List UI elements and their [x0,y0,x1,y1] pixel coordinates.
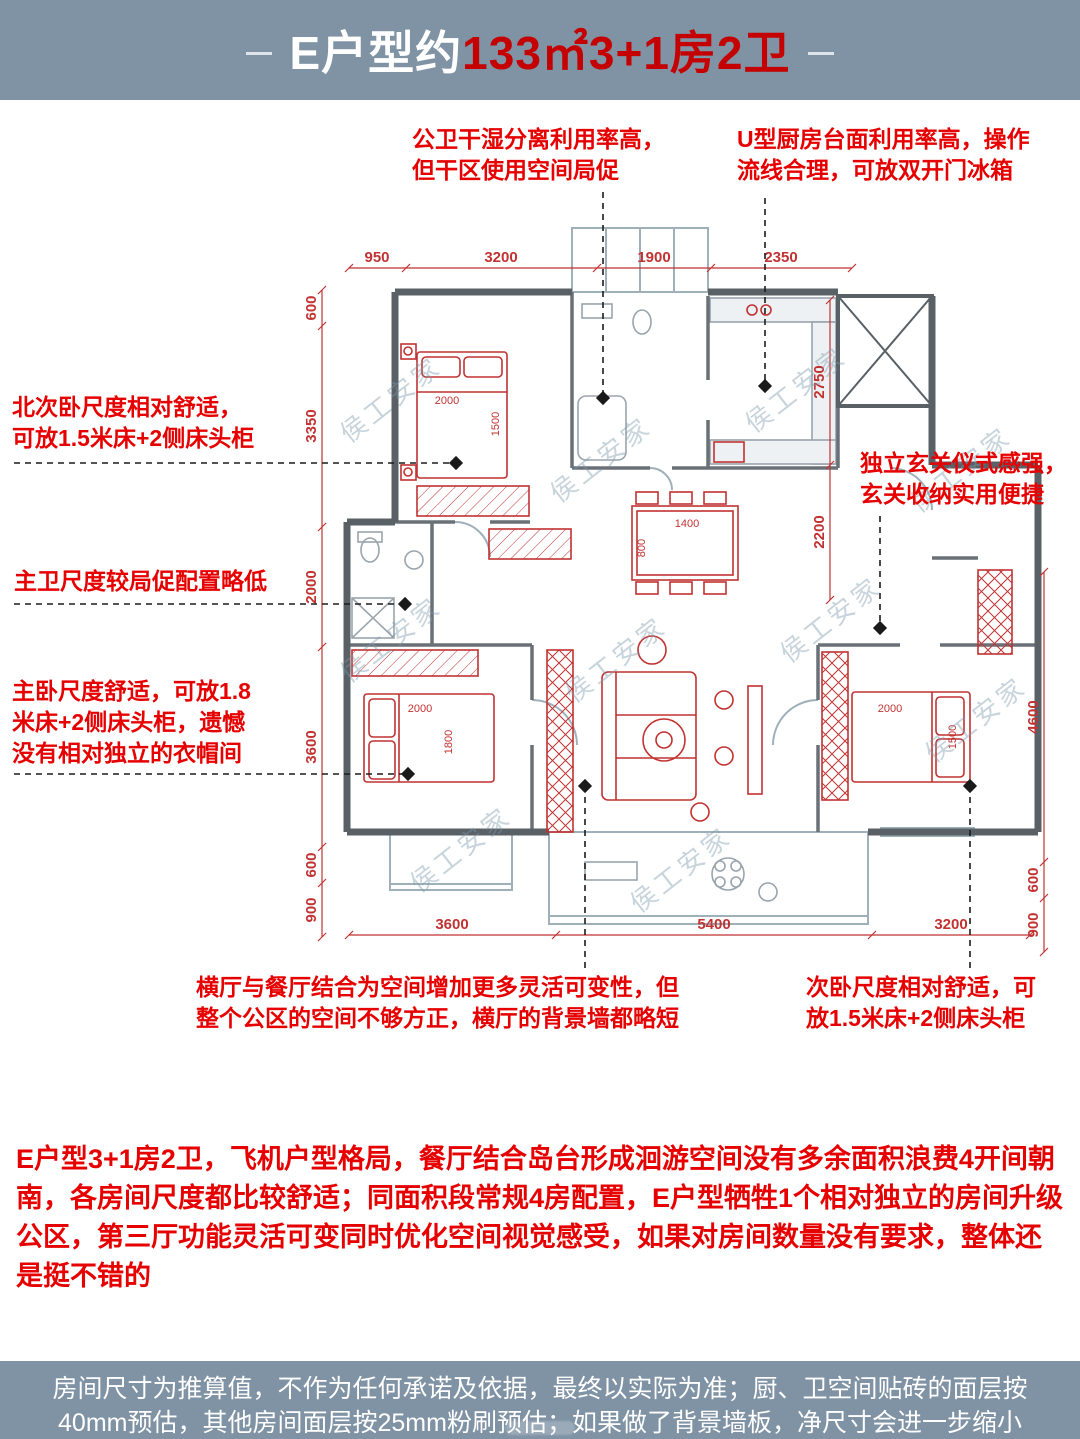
annotation-north-bedroom: 北次卧尺度相对舒适， 可放1.5米床+2侧床头柜 [12,392,254,454]
annotation-line: 北次卧尺度相对舒适， [12,394,242,420]
furniture-dimension-labels: 2000 1500 2000 1800 2000 1500 1400 800 [408,395,959,754]
title-decoration-right [808,52,834,55]
annotation-line: 整个公区的空间不够方正，横厅的背景墙都略短 [196,1004,679,1031]
dim-top-3: 1900 [637,249,670,266]
dim-right-2: 600 [1025,867,1042,892]
furniture [351,304,1013,833]
dim-master-bed-l: 1800 [443,730,455,754]
dim-second-bed-l: 1500 [947,725,959,749]
dim-north-bed-l: 1500 [490,412,502,436]
page-title: E户型约133㎡3+1房2卫 [289,17,790,83]
annotation-master-bedroom: 主卧尺度舒适，可放1.8 米床+2侧床头柜，遗憾 没有相对独立的衣帽间 [12,676,251,768]
dim-bottom-1: 3600 [435,916,468,933]
dim-left-1: 600 [303,295,320,320]
annotation-line: U型厨房台面利用率高，操作 [737,126,1030,152]
footer-banner: 房间尺寸为推算值，不作为任何承诺及依据，最终以实际为准；厨、卫空间贴砖的面层按 … [0,1361,1080,1439]
annotation-line: 公卫干湿分离利用率高， [412,126,665,152]
dim-table-w: 800 [636,539,648,557]
summary-text: E户型3+1房2卫，飞机户型格局，餐厅结合岛台形成洄游空间没有多余面积浪费4开间… [16,1144,1064,1292]
dim-second-bed-w: 2000 [878,703,902,715]
dim-left-4: 3600 [303,730,320,763]
annotation-second-bedroom: 次卧尺度相对舒适，可 放1.5米床+2侧床头柜 [806,972,1036,1034]
dim-top-4: 2350 [764,249,797,266]
dimension-labels: 950 3200 1900 2350 600 3350 2000 3600 60… [303,249,1042,938]
annotation-master-bathroom: 主卫尺度较局促配置略低 [14,566,267,597]
annotation-line: 主卧尺度舒适，可放1.8 [12,678,251,704]
footer-line-2: 40mm预估，其他房间面层按25mm粉刷预估；如果做了背景墙板，净尺寸会进一步缩… [58,1408,1022,1437]
dim-left-2: 3350 [303,409,320,442]
dim-left-3: 2000 [303,570,320,603]
leader-lines [14,192,971,968]
annotation-line: 次卧尺度相对舒适，可 [806,974,1036,1000]
dim-right-3: 900 [1025,912,1042,937]
annotation-line: 横厅与餐厅结合为空间增加更多灵活可变性，但 [196,974,679,1000]
annotation-line: 独立玄关仪式感强， [860,450,1067,476]
fixtures [351,297,837,902]
annotation-line: 放1.5米床+2侧床头柜 [806,1004,1026,1031]
dim-left-5: 600 [303,852,320,877]
title-highlight: 133㎡3+1房2卫 [462,27,791,79]
title-prefix: E户型约 [289,27,463,79]
annotation-line: 没有相对独立的衣帽间 [12,739,242,766]
dimension-lines [317,263,1049,957]
elevator-shaft [836,294,934,408]
header-banner: E户型约133㎡3+1房2卫 [0,0,1080,100]
dim-left-6: 900 [303,897,320,922]
dim-right-1: 4600 [1025,700,1042,733]
annotation-line: 但干区使用空间局促 [412,156,619,183]
annotation-line: 米床+2侧床头柜，遗憾 [12,708,246,735]
outer-walls [343,288,1042,836]
dim-inner-2: 2200 [811,515,828,548]
dim-north-bed-w: 2000 [435,395,459,407]
annotation-public-bathroom: 公卫干湿分离利用率高， 但干区使用空间局促 [412,124,665,186]
annotation-foyer: 独立玄关仪式感强， 玄关收纳实用便捷 [860,448,1067,510]
leader-diamond-markers [397,378,978,794]
annotation-living-dining: 横厅与餐厅结合为空间增加更多灵活可变性，但 整个公区的空间不够方正，横厅的背景墙… [196,972,679,1034]
dim-table-l: 1400 [675,518,699,530]
light-structure-lines [389,227,975,925]
annotation-line: 可放1.5米床+2侧床头柜 [12,424,255,451]
title-decoration-left [246,52,272,55]
footer-line-1: 房间尺寸为推算值，不作为任何承诺及依据，最终以实际为准；厨、卫空间贴砖的面层按 [52,1375,1028,1403]
dim-top-2: 3200 [484,249,517,266]
annotation-line: 主卫尺度较局促配置略低 [14,568,267,594]
annotation-line: 玄关收纳实用便捷 [860,480,1044,507]
dim-top-1: 950 [364,249,389,266]
annotation-kitchen: U型厨房台面利用率高，操作 流线合理，可放双开门冰箱 [737,124,1030,186]
dim-master-bed-w: 2000 [408,703,432,715]
annotation-line: 流线合理，可放双开门冰箱 [737,156,1013,183]
dim-inner-1: 2750 [811,365,828,398]
footer-logo [505,1421,575,1435]
dim-bottom-2: 5400 [697,916,730,933]
dim-bottom-3: 3200 [934,916,967,933]
